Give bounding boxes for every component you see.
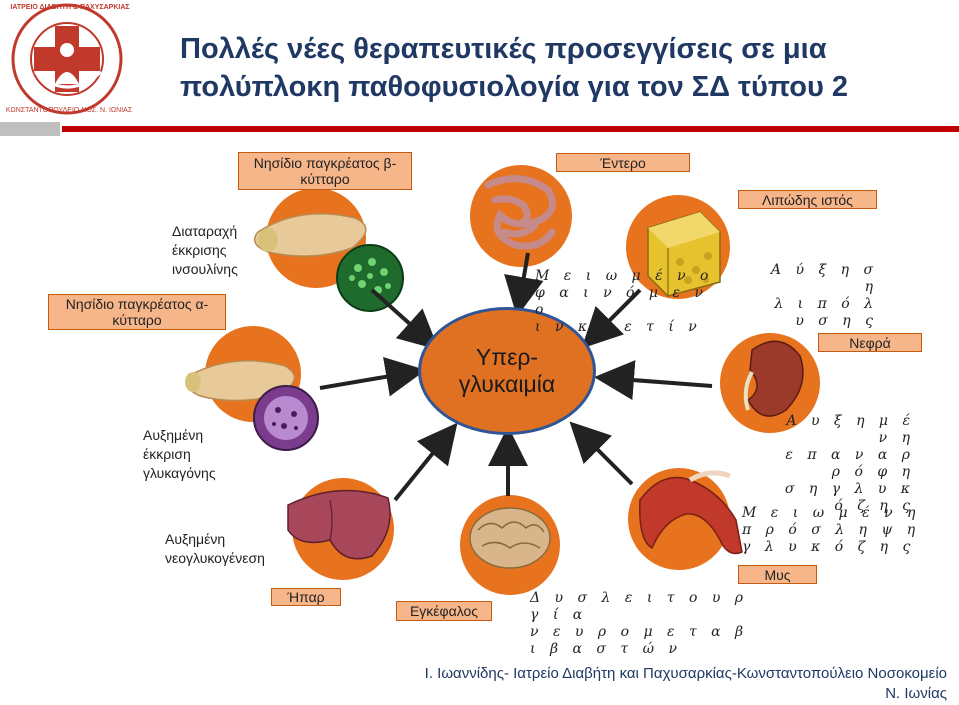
footer-credit: Ι. Ιωαννίδης- Ιατρείο Διαβήτη και Παχυσα… [307,664,947,704]
effect-glucagon-secretion: Αυξημένη έκκριση γλυκαγόνης [143,427,216,481]
hyperglycemia-node: Υπερ- γλυκαιμία [418,307,596,435]
label-brain: Εγκέφαλος [396,601,492,621]
effect-gluconeogenesis: Αυξημένη νεογλυκογένεση [165,531,265,566]
effect-lipolysis: Α ύ ξ η σ η λ ι π ό λ υ σ η ς [770,262,878,329]
effect-incretin: Μ ε ι ω μ έ ν ο φ α ι ν ό μ ε ν ο ι ν κ … [535,268,714,335]
muscle-illustration [639,470,743,555]
pancreas-alpha-illustration [185,359,319,451]
logo-bottom-text: ΚΩΝΣΤΑΝΤΟΠΟΥΛΕΙΟ ΝΟΣ. Ν. ΙΩΝΙΑΣ [5,107,133,114]
label-beta-cell: Νησίδιο παγκρέατος β-κύτταρο [238,152,412,190]
kidney-illustration [743,340,804,417]
effect-insulin-secretion: Διαταραχή έκκρισης ινσουλίνης [172,223,238,277]
hyperglycemia-line-1: Υπερ- [475,344,539,370]
clinic-logo [11,3,123,115]
page-title: Πολλές νέες θεραπευτικές προσεγγίσεις σε… [180,30,900,106]
footer-line-2: Ν. Ιωνίας [885,685,947,702]
effect-glucose-reabsorption: Α υ ξ η μ έ ν η ε π α ν α ρ ρ ό φ η σ η … [784,413,915,514]
title-line-1: Πολλές νέες θεραπευτικές προσεγγίσεις σε… [180,33,827,65]
logo-arc-text: ΙΑΤΡΕΙΟ ΔΙΑΒΗΤΗ & ΠΑΧΥΣΑΡΚΙΑΣ [10,4,130,11]
intestine-illustration [484,175,556,250]
effect-glucose-uptake: Μ ε ι ω μ έ ν η π ρ ό σ λ η ψ η γ λ υ κ … [742,505,921,555]
label-muscle: Μυς [738,565,817,584]
footer-line-1: Ι. Ιωαννίδης- Ιατρείο Διαβήτη και Παχυσα… [424,665,947,682]
label-alpha-cell: Νησίδιο παγκρέατος α-κύτταρο [48,294,226,330]
effect-neurotransmitter: Δ υ σ λ ε ι τ ο υ ρ γ ί α ν ε υ ρ ο μ ε … [530,590,749,657]
label-kidney: Νεφρά [818,333,922,352]
brain-illustration [469,507,551,569]
liver-illustration [287,489,391,560]
label-gut: Έντερο [556,153,690,172]
adipose-illustration [647,211,721,297]
title-line-2: πολύπλοκη παθοφυσιολογία για τον ΣΔ τύπο… [180,71,849,103]
label-adipose: Λιπώδης ιστός [738,190,877,209]
label-liver: Ήπαρ [271,588,341,606]
pancreas-beta-illustration [253,213,404,312]
title-divider [0,122,959,136]
hyperglycemia-line-2: γλυκαιμία [458,371,556,397]
